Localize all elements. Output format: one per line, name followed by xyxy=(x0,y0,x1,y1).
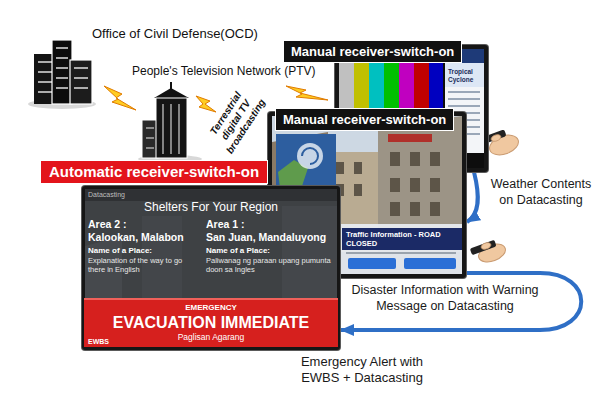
ocd-building-icon xyxy=(28,40,96,109)
street-screen xyxy=(338,224,462,274)
weather-screen xyxy=(445,63,484,87)
signal-bolt xyxy=(196,96,216,112)
street-screen xyxy=(348,258,396,269)
signal-bolt xyxy=(286,86,328,100)
ocd-building-icon xyxy=(70,60,92,104)
ocd-building-icon xyxy=(56,57,68,58)
signal-bolt xyxy=(104,86,136,110)
shelter-column: Area 2 :Kalookan, MalabonName of a Place… xyxy=(88,218,200,274)
shelter-screen xyxy=(85,189,337,347)
screen-heading: Tropical Cyclone xyxy=(448,68,484,84)
shelter-columns: Area 2 :Kalookan, MalabonName of a Place… xyxy=(88,218,334,274)
area-name: San Juan, Mandaluyong xyxy=(206,231,334,244)
mode-banner: Automatic receiver-switch-on xyxy=(40,160,268,184)
ocd-building-icon xyxy=(38,71,52,72)
street-screen xyxy=(404,258,456,269)
weather-screen xyxy=(448,105,480,107)
street-screen xyxy=(346,252,456,254)
alert-translation: Paglisan Agarang xyxy=(88,332,334,343)
ptv-building-icon xyxy=(138,82,202,163)
ocd-building-icon xyxy=(74,67,88,68)
system-tag: EWBS xyxy=(88,338,109,345)
ocd-building-icon xyxy=(38,61,52,62)
ocd-building-icon xyxy=(56,67,68,68)
street-screen xyxy=(430,152,440,166)
street-screen xyxy=(410,202,420,216)
street-screen xyxy=(390,202,400,216)
street-screen xyxy=(390,178,400,192)
ptv-building-icon xyxy=(146,127,154,128)
flow-arrow xyxy=(341,273,581,330)
alert-message: EVACUATION IMMEDIATE xyxy=(88,313,334,332)
mode-banner: Manual receiver-switch-on xyxy=(283,40,462,63)
area-number: Area 1 : xyxy=(206,218,334,231)
street-screen xyxy=(430,202,440,216)
tv-caption: Weather Contents on Datacasting xyxy=(486,176,596,208)
hand-with-remote xyxy=(470,240,497,255)
screen-head: DatacastingShelters For Your Region xyxy=(88,190,334,215)
ocd-building-icon xyxy=(56,47,68,48)
flow-arrow xyxy=(467,172,478,222)
place-note: Paliwanag ng paraan upang pumunta doon s… xyxy=(206,256,334,274)
street-screen xyxy=(297,143,323,169)
ocd-building-icon xyxy=(38,81,52,82)
ocd-building-icon xyxy=(52,40,72,104)
weather-screen xyxy=(448,98,480,100)
ptv-building-icon xyxy=(170,82,172,89)
ptv-building-icon xyxy=(170,104,171,154)
street-screen xyxy=(354,184,362,196)
ocd-building-icon xyxy=(56,77,68,78)
ptv-building-icon xyxy=(146,147,154,148)
ptv-building-icon xyxy=(146,104,179,154)
street-screen xyxy=(336,152,440,216)
ptv-building-icon xyxy=(178,104,179,154)
hand-with-remote xyxy=(470,240,508,266)
place-note: Explanation of the way to go there in En… xyxy=(88,256,200,274)
place-heading: Name of a Place: xyxy=(206,246,334,256)
street-screen xyxy=(302,148,318,164)
ptv-building-icon xyxy=(146,137,154,138)
street-screen xyxy=(388,134,432,142)
station-label: Office of Civil Defense(OCD) xyxy=(92,26,258,41)
ocd-building-icon xyxy=(56,87,68,88)
station-label: People's Television Network (PTV) xyxy=(132,64,315,78)
ocd-building-icon xyxy=(38,91,52,92)
screen-heading: Shelters For Your Region xyxy=(88,200,334,215)
ptv-building-icon xyxy=(154,88,189,98)
hand-with-remote xyxy=(480,241,491,250)
area-name: Kalookan, Malabon xyxy=(88,231,200,244)
tv-caption: Emergency Alert with EWBS + Datacasting xyxy=(282,354,442,386)
shelter-column: Area 1 :San Juan, MandaluyongName of a P… xyxy=(206,218,334,274)
ptv-building-icon xyxy=(156,98,187,158)
place-heading: Name of a Place: xyxy=(88,246,200,256)
alert-band: EMERGENCYEVACUATION IMMEDIATEPaglisan Ag… xyxy=(84,298,338,347)
mode-banner: Manual receiver-switch-on xyxy=(275,108,454,131)
hand-with-remote xyxy=(490,133,501,142)
broadcast-label: Terrestrial digital TV broadcasting xyxy=(201,80,270,160)
traffic-bar: Traffic Information - ROAD CLOSED xyxy=(342,228,462,250)
street-screen xyxy=(390,152,400,166)
screen-tag: Datacasting xyxy=(88,190,334,199)
street-screen xyxy=(354,162,362,174)
ptv-building-icon xyxy=(162,104,163,154)
weather-screen xyxy=(448,91,480,93)
ocd-building-icon xyxy=(38,48,88,92)
tv-set: Automatic receiver-switch-onEmergency Al… xyxy=(82,186,340,350)
alert-heading: EMERGENCY xyxy=(88,303,334,313)
street-screen xyxy=(430,178,440,192)
street-screen xyxy=(410,152,420,166)
tv-caption: Disaster Information with Warning Messag… xyxy=(340,282,550,314)
street-screen xyxy=(336,162,344,174)
street-screen xyxy=(276,134,336,190)
street-screen xyxy=(410,178,420,192)
ocd-building-icon xyxy=(74,77,88,78)
screen-text: DatacastingShelters For Your RegionArea … xyxy=(88,190,334,274)
shelter-screen xyxy=(85,189,337,201)
area-number: Area 2 : xyxy=(88,218,200,231)
ocd-building-icon xyxy=(74,87,88,88)
